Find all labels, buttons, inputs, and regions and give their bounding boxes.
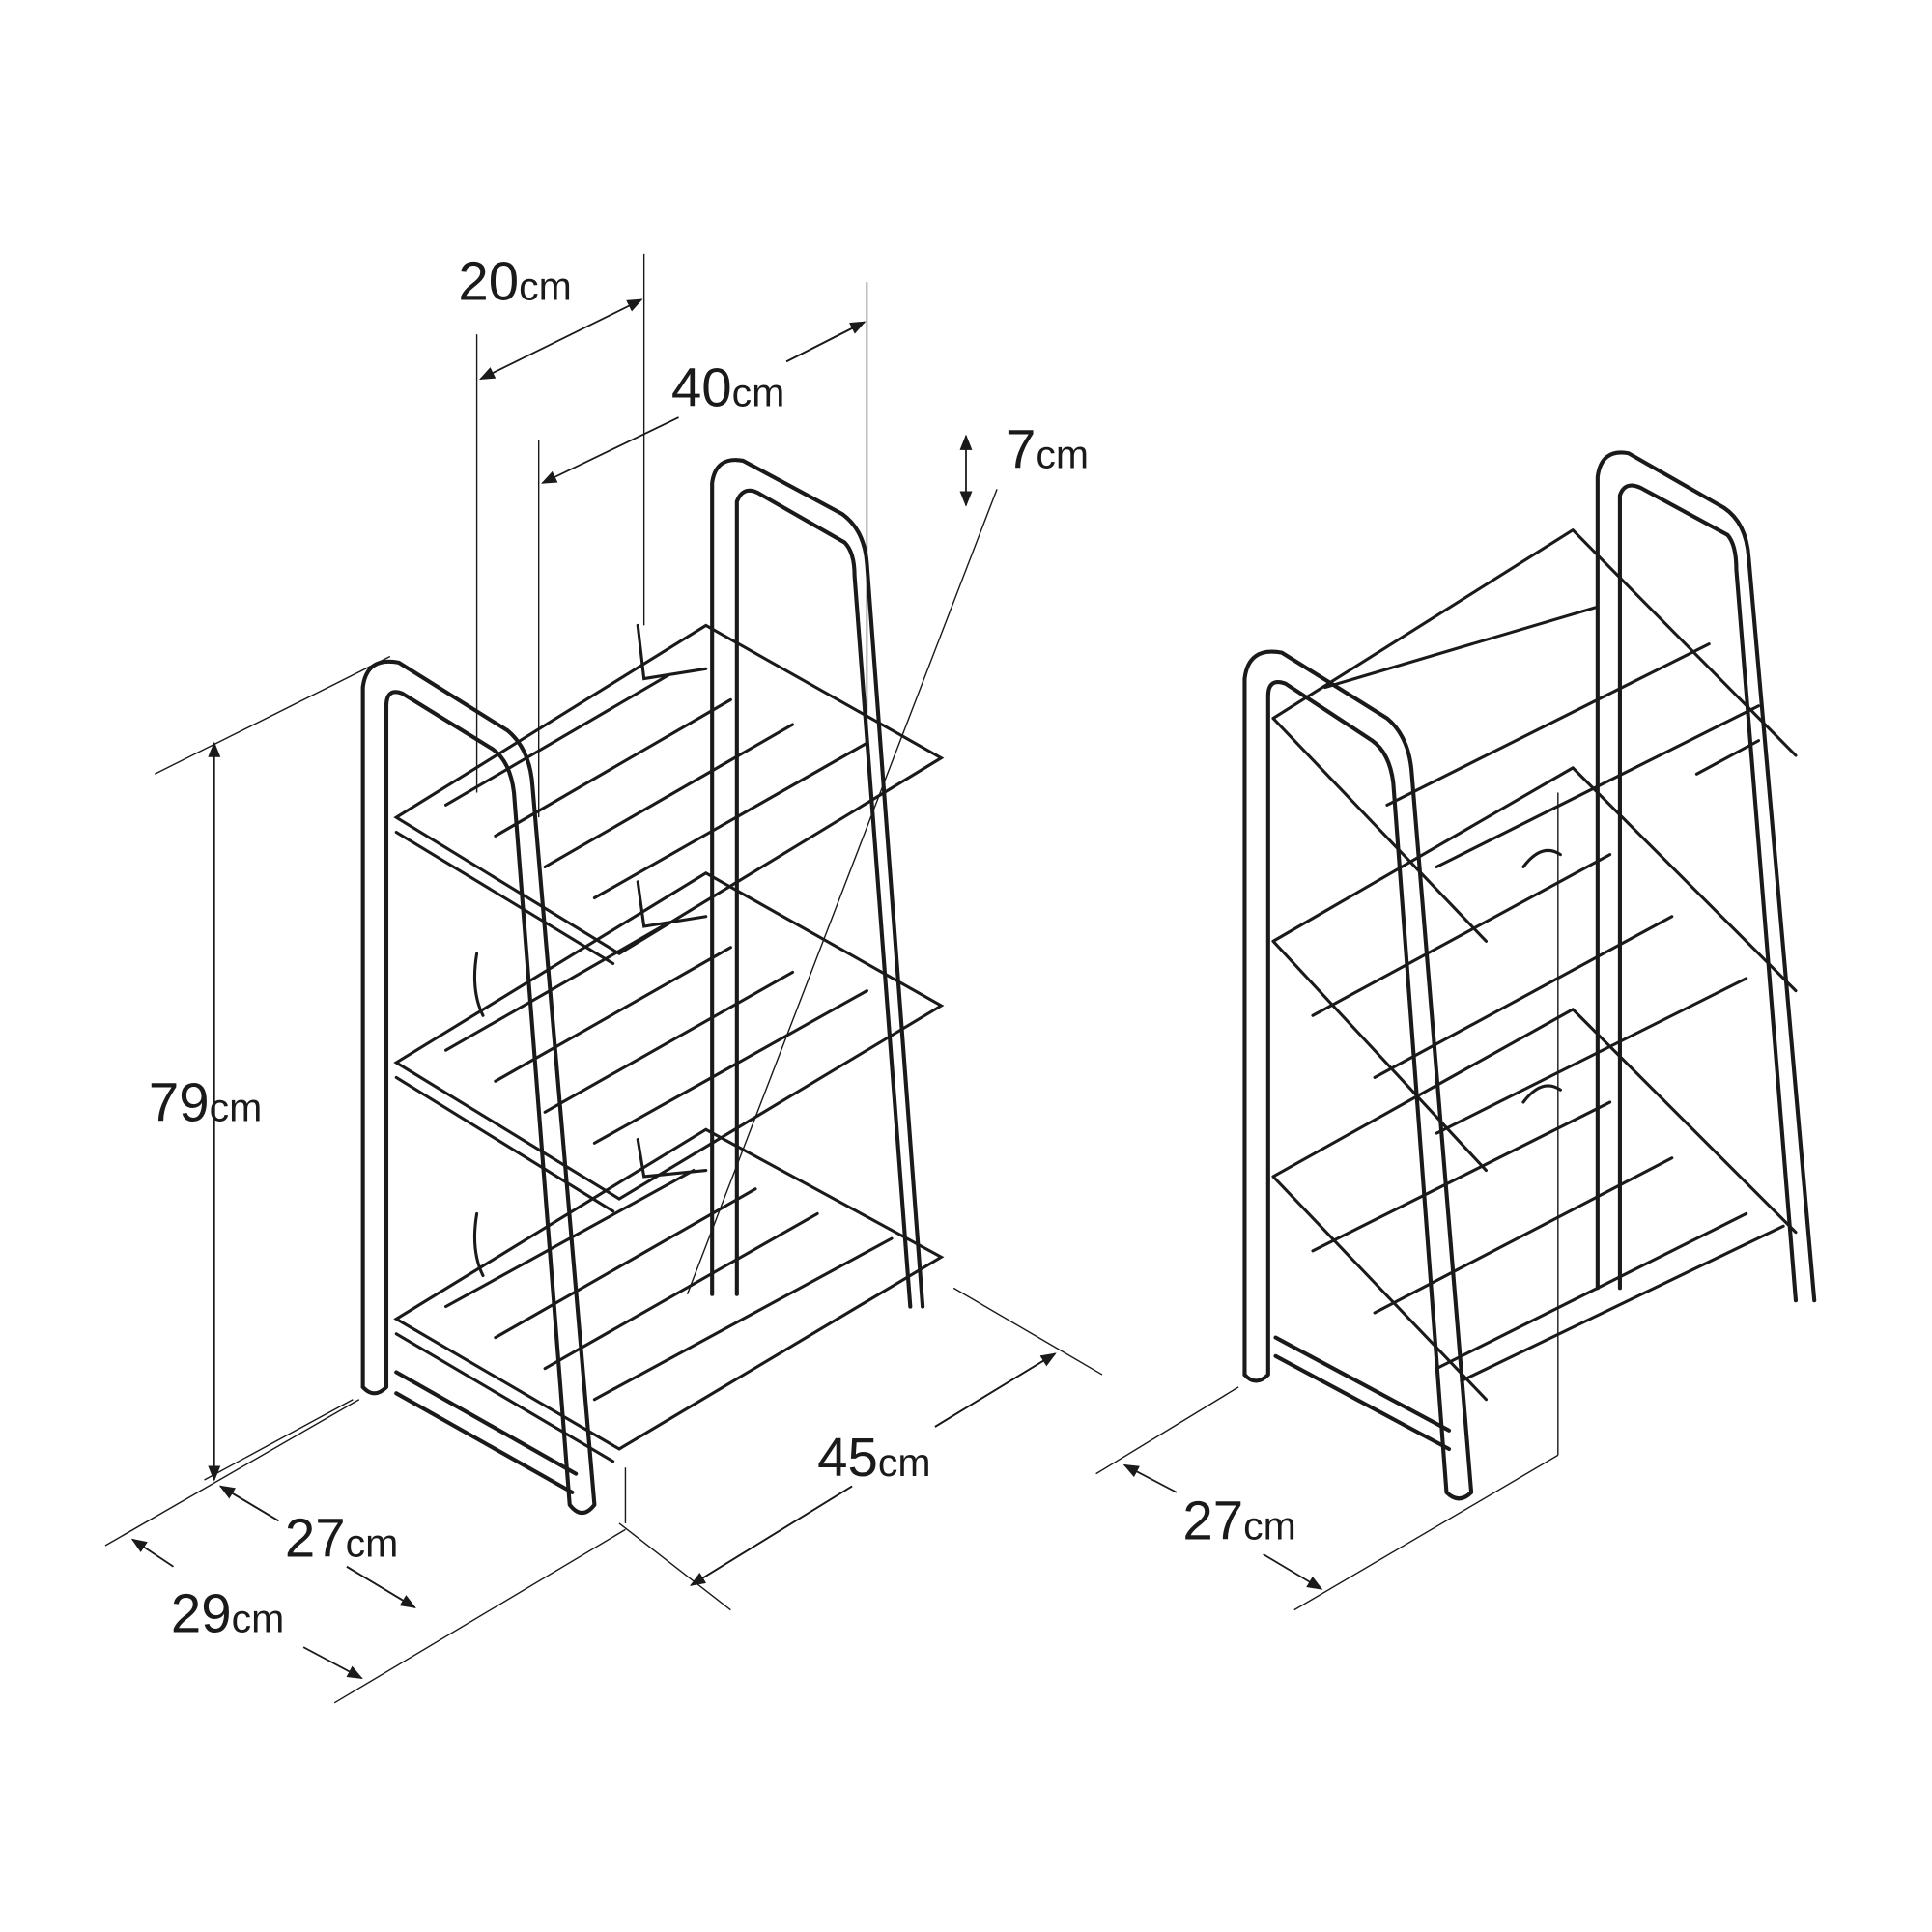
label-27cm-right: 27cm — [1182, 1491, 1295, 1551]
label-29cm: 29cm — [171, 1583, 284, 1644]
shelf-bottom — [393, 1127, 945, 1463]
shelf-middle — [1271, 766, 1798, 1173]
dimension-lines — [104, 253, 1559, 1704]
shelf-middle — [393, 871, 945, 1213]
front-frame — [1242, 649, 1474, 1501]
shelf-top — [393, 623, 945, 965]
dim-27-right-arrow — [1122, 1463, 1178, 1493]
shelf-bottom — [1271, 1008, 1798, 1402]
label-79cm: 79cm — [149, 1071, 262, 1132]
base-bar — [394, 1370, 579, 1494]
shelf-top — [1271, 528, 1798, 943]
rack-left-view — [360, 458, 945, 1516]
back-frame — [710, 458, 925, 1309]
label-45cm: 45cm — [817, 1427, 930, 1488]
front-frame — [360, 659, 597, 1516]
dim-29-arrow — [130, 1538, 174, 1568]
base-bar — [1273, 1335, 1452, 1452]
label-40cm: 40cm — [671, 357, 784, 418]
dim-20-arrow — [478, 298, 643, 381]
label-7cm: 7cm — [1006, 419, 1089, 480]
label-20cm: 20cm — [458, 250, 571, 311]
dimension-labels: 20cm 40cm 7cm 79cm 45cm 27cm 29cm 27cm — [149, 250, 1296, 1643]
label-27cm-left: 27cm — [285, 1508, 398, 1569]
rack-right-view — [1242, 450, 1817, 1501]
back-frame — [1595, 450, 1817, 1303]
